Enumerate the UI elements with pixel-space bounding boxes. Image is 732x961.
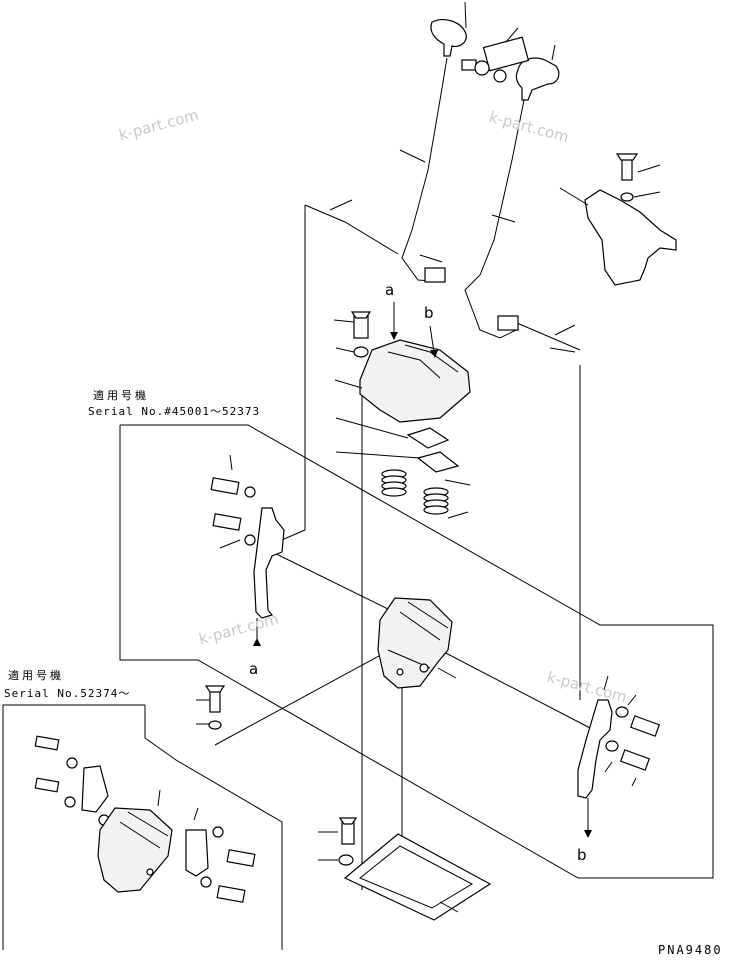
callout-b-bottom: b bbox=[577, 846, 587, 864]
callout-a-top: a bbox=[385, 281, 395, 299]
left-lever-assembly bbox=[401, 1, 467, 283]
serial-block-2-range: Serial No.52374〜 bbox=[4, 687, 131, 700]
serial-block-1-range: Serial No.#45001〜52373 bbox=[88, 405, 261, 418]
spring-left bbox=[381, 469, 407, 497]
pilot-valve bbox=[377, 597, 457, 689]
serial-block-2-title: 適用号機 bbox=[8, 669, 64, 682]
inset-assembly bbox=[34, 735, 256, 903]
spring-right bbox=[423, 487, 449, 515]
bolt-washer-mid bbox=[196, 685, 226, 730]
mounting-bracket bbox=[559, 153, 677, 286]
base-plate bbox=[318, 817, 492, 921]
callout-arrows bbox=[390, 302, 438, 358]
callout-a-bottom: a bbox=[249, 660, 259, 678]
center-knob-assembly bbox=[461, 27, 530, 83]
right-linkage bbox=[577, 675, 661, 838]
serial-block-1-title: 適用号機 bbox=[93, 389, 149, 402]
valve-cover-assembly bbox=[333, 311, 471, 519]
left-linkage bbox=[210, 454, 285, 646]
leader-lines bbox=[329, 149, 576, 353]
reference-lines bbox=[2, 204, 714, 950]
right-lever-assembly bbox=[464, 44, 560, 339]
callout-b-top: b bbox=[424, 304, 434, 322]
drawing-code: PNA9480 bbox=[658, 943, 723, 957]
